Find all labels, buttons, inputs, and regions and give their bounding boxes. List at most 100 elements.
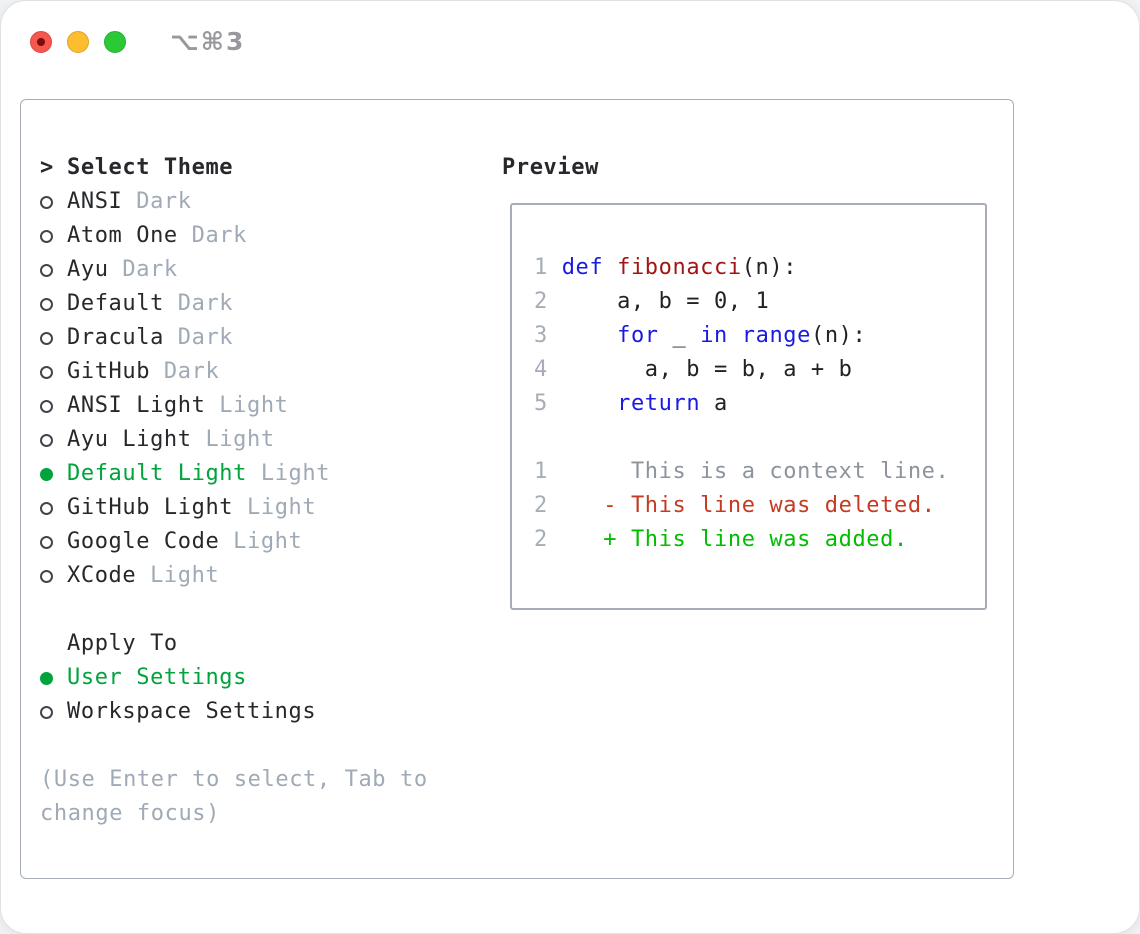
code-segment-kw: return (617, 391, 701, 416)
code-segment-num: 1 (534, 459, 548, 484)
apply-option-workspace-settings[interactable]: Workspace Settings (40, 695, 490, 729)
code-segment-kw: def (561, 255, 618, 280)
option-label: Ayu (67, 257, 109, 282)
theme-option-default-light[interactable]: Default Light Light (40, 457, 490, 491)
apply-to-title: Apply To (67, 631, 178, 656)
code-segment-del: - This line was deleted. (603, 493, 936, 518)
code-segment-num: 5 (534, 391, 548, 416)
zoom-button[interactable] (104, 30, 126, 53)
code-segment-ctx: This is a context line. (547, 459, 950, 484)
radio-slot (40, 297, 67, 311)
window-shortcut-label: ⌥⌘3 (170, 27, 246, 56)
radio-slot (40, 365, 67, 379)
theme-option-xcode[interactable]: XCode Light (40, 559, 490, 593)
spacer (40, 593, 490, 627)
apply-option-user-settings[interactable]: User Settings (40, 661, 490, 695)
code-segment-code (548, 527, 603, 552)
option-label: User Settings (67, 665, 247, 690)
code-segment-code (548, 323, 617, 348)
code-segment-num: 2 (534, 527, 548, 552)
code-segment-num: 1 (534, 255, 562, 280)
code-line: 2 a, b = 0, 1 (534, 285, 985, 319)
code-segment-code: a (700, 391, 728, 416)
code-line: 1 def fibonacci(n): (534, 251, 985, 285)
theme-option-github-light[interactable]: GitHub Light Light (40, 491, 490, 525)
option-label: Dracula (67, 325, 164, 350)
radio-icon (40, 705, 53, 719)
theme-picker-header: > Select Theme (40, 151, 490, 185)
variant-label: Light (191, 427, 275, 452)
code-line (534, 421, 985, 455)
radio-icon (40, 331, 53, 345)
variant-label: Light (219, 529, 303, 554)
code-segment-code (548, 391, 617, 416)
code-segment-kw: in (700, 323, 728, 348)
radio-slot (40, 501, 67, 515)
code-segment-kw: for (617, 323, 659, 348)
cursor-icon: > (40, 155, 54, 180)
selected-radio-icon (40, 467, 53, 481)
minimize-button[interactable] (67, 30, 89, 53)
theme-option-ayu[interactable]: Ayu Dark (40, 253, 490, 287)
theme-option-google-code[interactable]: Google Code Light (40, 525, 490, 559)
code-line: 4 a, b = b, a + b (534, 353, 985, 387)
theme-option-default[interactable]: Default Dark (40, 287, 490, 321)
code-segment-num: 3 (534, 323, 548, 348)
radio-slot (40, 433, 67, 447)
variant-label: Dark (108, 257, 178, 282)
theme-picker-title: Select Theme (67, 155, 234, 180)
code-segment-code: a, b = b, a + b (547, 357, 853, 382)
radio-slot (40, 467, 67, 481)
code-segment-kw: range (741, 323, 811, 348)
radio-icon (40, 263, 53, 277)
code-segment-num: 2 (534, 289, 548, 314)
variant-label: Light (205, 393, 289, 418)
radio-slot (40, 535, 67, 549)
radio-icon (40, 365, 53, 379)
radio-icon (40, 569, 53, 583)
apply-to-header: Apply To (40, 627, 490, 661)
code-line: 3 for _ in range(n): (534, 319, 985, 353)
theme-option-atom-one[interactable]: Atom One Dark (40, 219, 490, 253)
selected-radio-icon (40, 671, 53, 685)
variant-label: Light (233, 495, 317, 520)
code-line: 2 - This line was deleted. (534, 489, 985, 523)
option-label: ANSI Light (67, 393, 206, 418)
radio-icon (40, 399, 53, 413)
radio-icon (40, 229, 53, 243)
theme-option-ansi-light[interactable]: ANSI Light Light (40, 389, 490, 423)
option-label: Workspace Settings (67, 699, 317, 724)
theme-option-ansi[interactable]: ANSI Dark (40, 185, 490, 219)
theme-option-dracula[interactable]: Dracula Dark (40, 321, 490, 355)
variant-label: Dark (122, 189, 192, 214)
record-dot-icon (37, 37, 45, 46)
preview-title: Preview (502, 155, 599, 180)
radio-slot (40, 331, 67, 345)
option-label: Atom One (67, 223, 178, 248)
option-label: GitHub Light (67, 495, 234, 520)
option-label: Ayu Light (67, 427, 192, 452)
radio-icon (40, 433, 53, 447)
code-segment-num: 4 (534, 357, 548, 382)
option-label: Default Light (67, 461, 247, 486)
code-segment-add: + This line was added. (603, 527, 908, 552)
radio-slot (40, 569, 67, 583)
theme-option-github[interactable]: GitHub Dark (40, 355, 490, 389)
radio-icon (40, 297, 53, 311)
radio-icon (40, 501, 53, 515)
code-line: 5 return a (534, 387, 985, 421)
variant-label: Dark (150, 359, 220, 384)
close-button[interactable] (30, 30, 52, 53)
variant-label: Light (136, 563, 220, 588)
option-label: GitHub (67, 359, 151, 384)
option-label: Google Code (67, 529, 220, 554)
variant-label: Dark (163, 291, 234, 316)
keyboard-hint: (Use Enter to select, Tab to change focu… (40, 767, 428, 826)
code-segment-code: (n): (741, 255, 798, 280)
theme-option-ayu-light[interactable]: Ayu Light Light (40, 423, 490, 457)
code-line: 2 + This line was added. (534, 523, 985, 557)
radio-slot (40, 263, 67, 277)
